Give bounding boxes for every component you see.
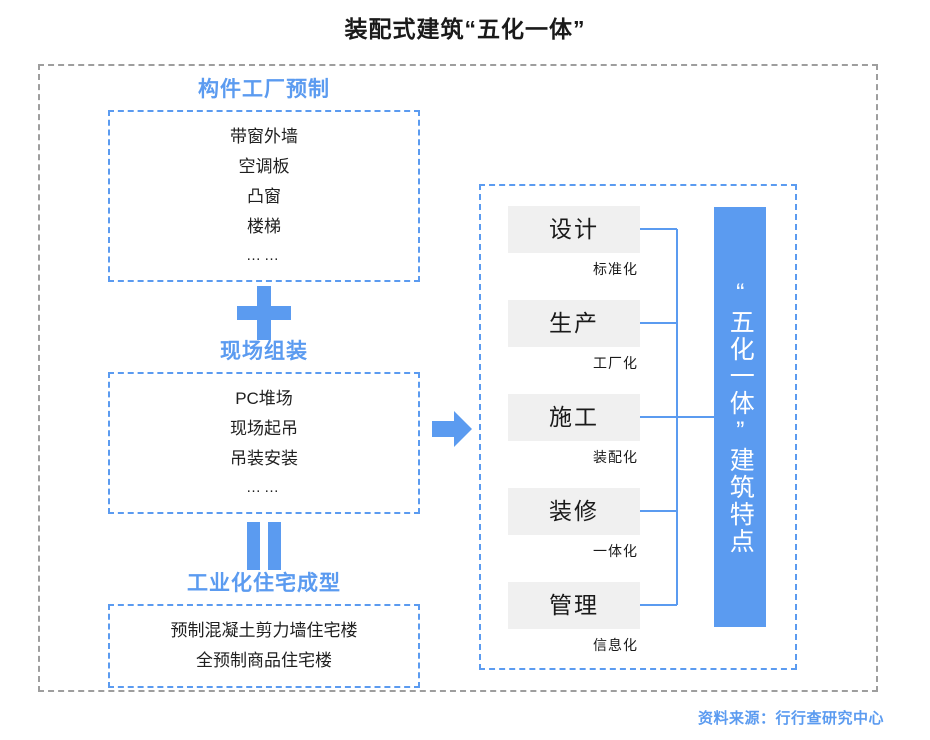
phase-item-design[interactable]: 设计 标准化 xyxy=(508,206,640,279)
equals-icon xyxy=(108,522,420,570)
phase-tag-label: 标准化 xyxy=(593,261,638,277)
phase-tag-label: 工厂化 xyxy=(593,355,638,371)
stage-heading-prefab: 构件工厂预制 xyxy=(198,78,330,101)
left-process-column: 构件工厂预制 带窗外墙 空调板 凸窗 楼梯 …… 现场组装 PC堆场 现场起吊 … xyxy=(108,76,420,688)
source-note: 资料来源：行行查研究中心 xyxy=(697,710,884,727)
right-arrow-icon xyxy=(430,407,474,451)
stage-item: 带窗外墙 xyxy=(230,127,298,146)
phase-item-construction[interactable]: 施工 装配化 xyxy=(508,394,640,467)
page-title: 装配式建筑“五化一体” xyxy=(344,16,586,42)
phase-item-decoration[interactable]: 装修 一体化 xyxy=(508,488,640,561)
phase-item-management[interactable]: 管理 信息化 xyxy=(508,582,640,655)
phase-box-label: 管理 xyxy=(508,582,640,629)
stage-item: 楼梯 xyxy=(247,217,281,236)
phase-box-label: 设计 xyxy=(508,206,640,253)
phase-box-label: 生产 xyxy=(508,300,640,347)
five-in-one-panel: 设计 标准化 生产 工厂化 施工 装配化 装修 一体化 管理 信息化 “五化一体… xyxy=(479,184,797,670)
stage-item-ellipsis: …… xyxy=(246,479,282,496)
stage-item: 空调板 xyxy=(238,157,290,176)
stage-box-onsite: PC堆场 现场起吊 吊装安装 …… xyxy=(108,372,420,514)
stage-item: 吊装安装 xyxy=(230,449,298,468)
stage-box-prefab: 带窗外墙 空调板 凸窗 楼梯 …… xyxy=(108,110,420,282)
phase-box-label: 装修 xyxy=(508,488,640,535)
stage-box-result: 预制混凝土剪力墙住宅楼 全预制商品住宅楼 xyxy=(108,604,420,688)
phase-tag-label: 信息化 xyxy=(593,637,638,653)
stage-item-ellipsis: …… xyxy=(246,247,282,264)
stage-heading-onsite: 现场组装 xyxy=(220,340,308,363)
phase-tag-label: 装配化 xyxy=(593,449,638,465)
phase-box-label: 施工 xyxy=(508,394,640,441)
stage-item: 全预制商品住宅楼 xyxy=(196,651,332,670)
stage-item: 现场起吊 xyxy=(230,419,298,438)
phase-tag-label: 一体化 xyxy=(593,543,638,559)
plus-icon xyxy=(108,290,420,336)
stage-item: PC堆场 xyxy=(235,389,293,408)
stage-item: 凸窗 xyxy=(247,187,281,206)
stage-item: 预制混凝土剪力墙住宅楼 xyxy=(170,621,358,640)
phase-item-production[interactable]: 生产 工厂化 xyxy=(508,300,640,373)
summary-bar: “五化一体”建筑特点 xyxy=(714,207,766,627)
stage-heading-result: 工业化住宅成型 xyxy=(187,572,341,595)
